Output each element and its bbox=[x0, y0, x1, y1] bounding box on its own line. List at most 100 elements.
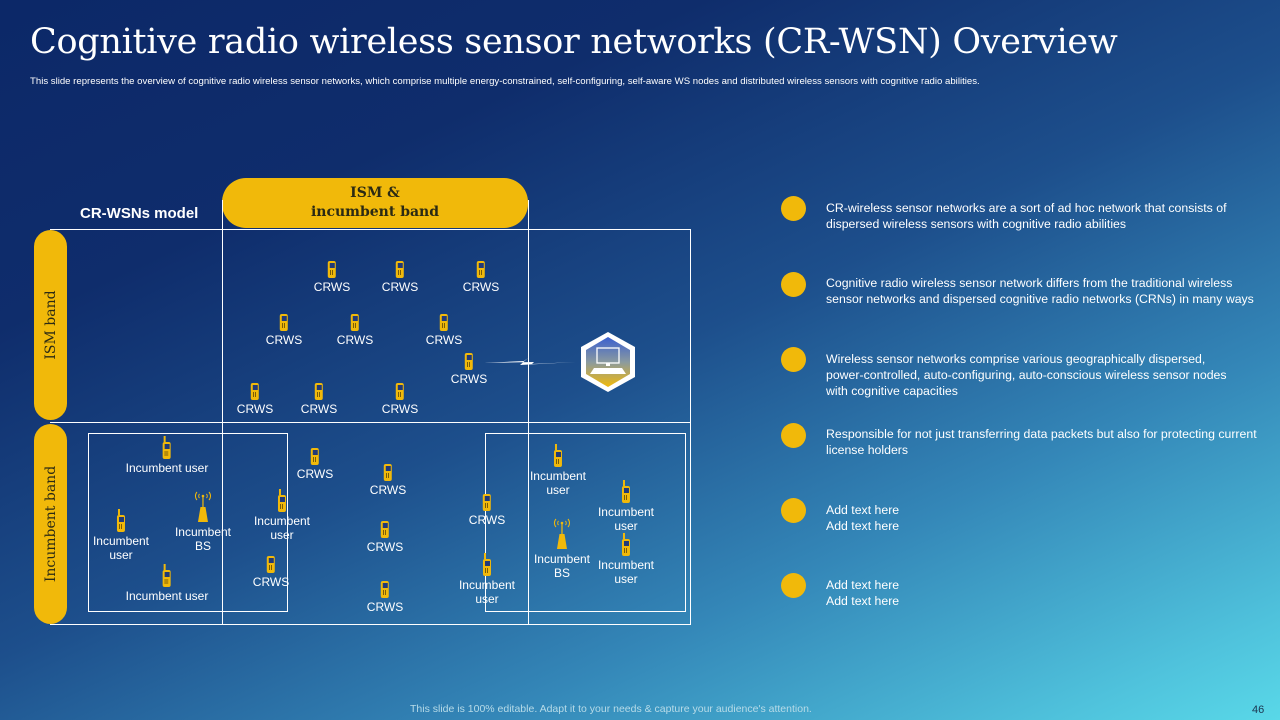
incumbent-band-label: Incumbent band bbox=[34, 424, 67, 624]
sensor-device-icon bbox=[395, 383, 404, 400]
bullet-line: Add text here bbox=[826, 503, 900, 517]
sensor-device-icon bbox=[350, 314, 359, 331]
node-label: Incumbent bbox=[529, 469, 587, 483]
crws-node: CRWS bbox=[426, 314, 462, 347]
crws-node: CRWS bbox=[337, 314, 373, 347]
crws-node: CRWS bbox=[451, 353, 487, 386]
node-label: user bbox=[109, 548, 133, 562]
mobile-phone-icon bbox=[163, 436, 171, 459]
bullet-line: Add text here bbox=[826, 594, 900, 608]
mobile-phone-icon bbox=[277, 489, 286, 512]
node-label: Incumbent bbox=[597, 505, 655, 519]
sensor-device-icon bbox=[476, 261, 485, 278]
bullet-dot-icon bbox=[781, 272, 806, 297]
node-label: CRWS bbox=[468, 513, 506, 527]
ism-band-label: ISM band bbox=[34, 230, 67, 420]
bullet-dot-icon bbox=[781, 573, 806, 598]
mobile-phone-icon bbox=[116, 509, 125, 532]
sensor-device-icon bbox=[266, 556, 275, 573]
bullet-text: Add text here Add text here bbox=[826, 577, 1266, 609]
sensor-device-icon bbox=[439, 314, 448, 331]
node-label: CRWS bbox=[450, 372, 488, 386]
node-label: CRWS bbox=[265, 333, 303, 347]
node-label: Incumbent bbox=[597, 558, 655, 572]
sensor-device-icon bbox=[482, 494, 491, 511]
ism-band-text: ISM band bbox=[42, 290, 59, 360]
ism-incumbent-band-header: ISM & incumbent band bbox=[222, 178, 528, 228]
bullet-dot-icon bbox=[781, 196, 806, 221]
sensor-device-icon bbox=[314, 383, 323, 400]
incumbent-user-node: Incumbent user bbox=[126, 436, 208, 475]
crws-node: CRWS bbox=[370, 464, 406, 497]
sensor-device-icon bbox=[327, 261, 336, 278]
node-label: CRWS bbox=[236, 402, 274, 416]
incumbent-zone-right bbox=[485, 433, 686, 612]
incumbent-zone-left bbox=[88, 433, 288, 612]
crws-node: CRWS bbox=[253, 556, 289, 589]
node-label: CRWS bbox=[336, 333, 374, 347]
grid-line-top bbox=[50, 229, 691, 230]
mobile-phone-icon bbox=[621, 480, 630, 503]
incumbent-user-node: Incumbent user bbox=[125, 564, 209, 603]
crws-node: CRWS bbox=[237, 383, 273, 416]
node-label: CRWS bbox=[296, 467, 334, 481]
model-label: CR-WSNs model bbox=[80, 205, 199, 222]
bullet-dot-icon bbox=[781, 423, 806, 448]
antenna-tower-icon bbox=[195, 491, 211, 522]
mobile-phone-icon bbox=[621, 533, 630, 556]
node-label: Incumbent user bbox=[125, 589, 209, 603]
node-label: CRWS bbox=[381, 280, 419, 294]
mobile-phone-icon bbox=[553, 444, 562, 467]
node-label: Incumbent bbox=[533, 552, 591, 566]
node-label: Incumbent bbox=[458, 578, 516, 592]
node-label: user bbox=[270, 528, 294, 542]
bullet-text: Cognitive radio wireless sensor network … bbox=[826, 276, 1254, 306]
node-label: CRWS bbox=[425, 333, 463, 347]
mobile-phone-icon bbox=[482, 553, 491, 576]
bullet-line: Add text here bbox=[826, 519, 900, 533]
node-label: Incumbent bbox=[253, 514, 311, 528]
crws-node: CRWS bbox=[301, 383, 337, 416]
node-label: Incumbent bbox=[92, 534, 150, 548]
crws-node: CRWS bbox=[367, 581, 403, 614]
bullet-line: Add text here bbox=[826, 578, 900, 592]
crws-node: CRWS bbox=[382, 261, 418, 294]
sensor-device-icon bbox=[383, 464, 392, 481]
bullet-text: Wireless sensor networks comprise variou… bbox=[826, 352, 1227, 398]
band-header-line2: incumbent band bbox=[310, 204, 440, 220]
node-label: CRWS bbox=[366, 540, 404, 554]
node-label: BS bbox=[553, 566, 571, 580]
sensor-device-icon bbox=[380, 581, 389, 598]
bullet-text: Add text here Add text here bbox=[826, 502, 1266, 534]
grid-line-middle bbox=[50, 422, 691, 423]
node-label: CRWS bbox=[381, 402, 419, 416]
node-label: CRWS bbox=[252, 575, 290, 589]
node-label: CRWS bbox=[366, 600, 404, 614]
node-label: user bbox=[546, 483, 570, 497]
grid-line-right bbox=[690, 229, 691, 625]
incumbent-band-text: Incumbent band bbox=[42, 465, 59, 583]
bullet-text: CR-wireless sensor networks are a sort o… bbox=[826, 201, 1227, 231]
node-label: CRWS bbox=[300, 402, 338, 416]
page-number: 46 bbox=[1252, 704, 1265, 716]
grid-line-bottom bbox=[50, 624, 691, 625]
crws-node: CRWS bbox=[314, 261, 350, 294]
crws-node: CRWS bbox=[367, 521, 403, 554]
slide-subtitle: This slide represents the overview of co… bbox=[30, 76, 980, 87]
mobile-phone-icon bbox=[163, 564, 171, 587]
bullet-text: Responsible for not just transferring da… bbox=[826, 427, 1257, 457]
node-label: BS bbox=[194, 539, 212, 553]
column-line-left bbox=[222, 200, 223, 624]
sensor-device-icon bbox=[464, 353, 473, 370]
crws-node: CRWS bbox=[382, 383, 418, 416]
footer-note: This slide is 100% editable. Adapt it to… bbox=[410, 703, 812, 715]
band-header-line1: ISM & bbox=[350, 185, 400, 201]
bullet-dot-icon bbox=[781, 498, 806, 523]
node-label: CRWS bbox=[462, 280, 500, 294]
node-label: user bbox=[614, 572, 638, 586]
sensor-device-icon bbox=[250, 383, 259, 400]
slide-title: Cognitive radio wireless sensor networks… bbox=[30, 22, 1118, 62]
